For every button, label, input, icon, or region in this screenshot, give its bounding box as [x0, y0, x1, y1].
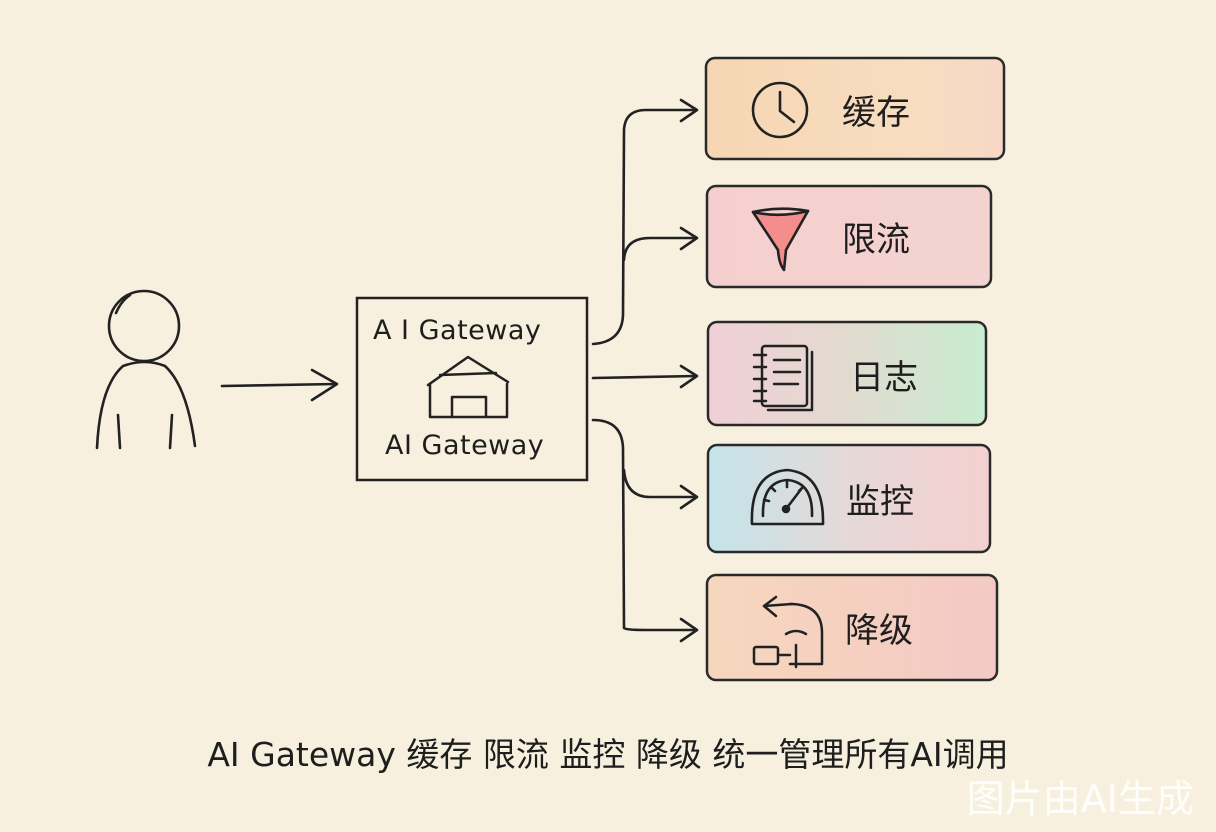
branch-arrows [591, 98, 699, 643]
gateway-title-top: A I Gateway [373, 315, 542, 346]
gateway-title-bottom: AI Gateway [385, 430, 545, 461]
cache-box [704, 56, 1006, 161]
logging-label: 日志 [850, 358, 918, 398]
gauge-icon [750, 468, 825, 526]
diagram-caption: AI Gateway 缓存 限流 监控 降级 统一管理所有AI调用 [207, 735, 1009, 774]
rate-limit-box-fill [707, 186, 991, 287]
rate-limit-box [705, 184, 993, 289]
rate-limit-label: 限流 [842, 220, 910, 260]
notebook-icon [752, 344, 814, 412]
fallback-label: 降级 [845, 611, 913, 651]
fallback-box [705, 573, 999, 682]
funnel-icon [751, 207, 810, 272]
cache-label: 缓存 [842, 93, 910, 133]
gateway-box [355, 296, 589, 482]
monitoring-box [706, 443, 992, 554]
fallback-icon [752, 595, 824, 669]
building-icon [426, 355, 510, 419]
logging-box-fill [708, 322, 986, 425]
logging-box [706, 320, 988, 427]
monitoring-label: 监控 [846, 482, 914, 522]
ai-generated-watermark: 图片由AI生成 [966, 777, 1194, 821]
user-icon [95, 289, 197, 450]
user-to-gateway-arrow [220, 368, 339, 402]
clock-icon [751, 81, 809, 139]
